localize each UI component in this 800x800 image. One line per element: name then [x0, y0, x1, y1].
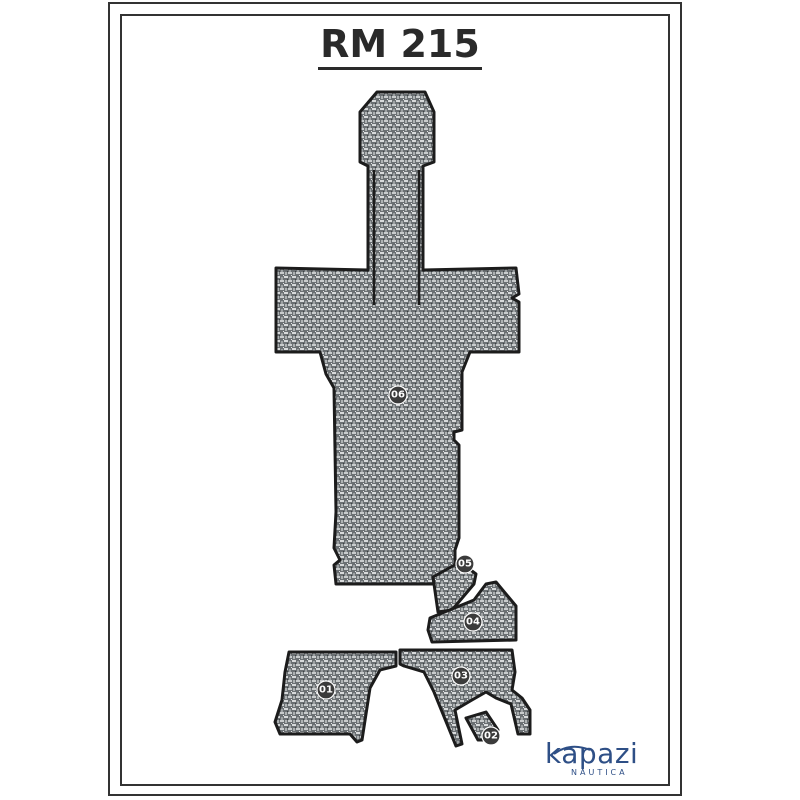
piece-01-marker: 01: [316, 680, 336, 700]
piece-04-marker: 04: [463, 612, 483, 632]
brand-logo: kapazi NÁUTICA: [545, 740, 665, 778]
piece-02-label: 02: [484, 731, 498, 742]
cut-line: [372, 170, 421, 305]
brand-name: kapazi: [545, 737, 639, 770]
brand-swoosh-icon: [553, 745, 591, 755]
inner-frame: [120, 14, 670, 786]
mat-piece-04: [426, 580, 518, 644]
piece-06-marker: 06: [388, 385, 408, 405]
brand-subtitle: NÁUTICA: [571, 768, 628, 777]
page-title: RM 215: [0, 22, 800, 70]
outer-frame: [108, 2, 682, 796]
piece-03-marker: 03: [451, 666, 471, 686]
mat-piece-01: [273, 650, 398, 744]
piece-04-label: 04: [466, 617, 480, 628]
model-title: RM 215: [318, 22, 482, 70]
piece-05-marker: 05: [455, 554, 475, 574]
piece-01-label: 01: [319, 685, 333, 696]
piece-03-label: 03: [454, 671, 468, 682]
piece-05-label: 05: [458, 559, 472, 570]
mat-piece-03: [398, 648, 532, 748]
mat-piece-06: [274, 90, 521, 586]
piece-02-marker: 02: [481, 726, 501, 746]
piece-06-label: 06: [391, 390, 405, 401]
